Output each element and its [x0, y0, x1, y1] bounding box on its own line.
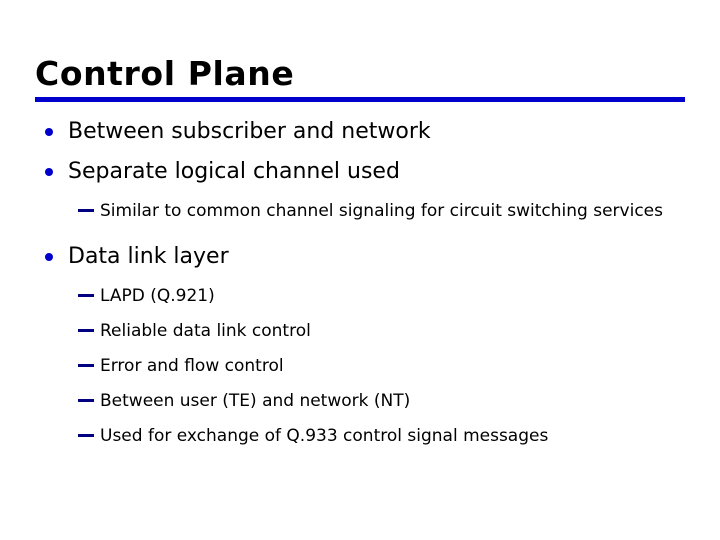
sub-list-item: Between user (TE) and network (NT): [35, 389, 695, 413]
sub-list-item-label: Similar to common channel signaling for …: [100, 201, 663, 221]
bullet-dash-icon: [78, 364, 94, 367]
sub-list-item: Reliable data link control: [35, 319, 695, 343]
title-block: Control Plane: [35, 54, 685, 94]
sub-list-item-label: Reliable data link control: [100, 321, 311, 341]
list-item: Data link layer: [35, 237, 695, 277]
bullet-list: Between subscriber and network Separate …: [35, 112, 695, 448]
bullet-dash-icon: [78, 294, 94, 297]
sub-list-item-label: Error and flow control: [100, 356, 284, 376]
sub-list-item-label: Used for exchange of Q.933 control signa…: [100, 426, 549, 446]
sub-list-item-label: LAPD (Q.921): [100, 286, 215, 306]
list-item: Separate logical channel used: [35, 152, 695, 192]
bullet-disc-icon: [45, 253, 53, 261]
sub-list-item: Similar to common channel signaling for …: [35, 199, 695, 223]
sub-list-item-label: Between user (TE) and network (NT): [100, 391, 411, 411]
list-item: Between subscriber and network: [35, 112, 695, 152]
sub-list-item: LAPD (Q.921): [35, 284, 695, 308]
bullet-dash-icon: [78, 434, 94, 437]
sub-list-item: Used for exchange of Q.933 control signa…: [35, 424, 695, 448]
bullet-dash-icon: [78, 399, 94, 402]
page-title: Control Plane: [35, 54, 295, 93]
list-item-label: Data link layer: [68, 244, 229, 269]
list-item-label: Between subscriber and network: [68, 119, 431, 144]
sub-list-item: Error and flow control: [35, 354, 695, 378]
title-underline-rule: [35, 97, 685, 102]
bullet-disc-icon: [45, 168, 53, 176]
bullet-dash-icon: [78, 209, 94, 212]
list-item-label: Separate logical channel used: [68, 159, 400, 184]
bullet-dash-icon: [78, 329, 94, 332]
spacer: [35, 223, 695, 237]
bullet-disc-icon: [45, 128, 53, 136]
